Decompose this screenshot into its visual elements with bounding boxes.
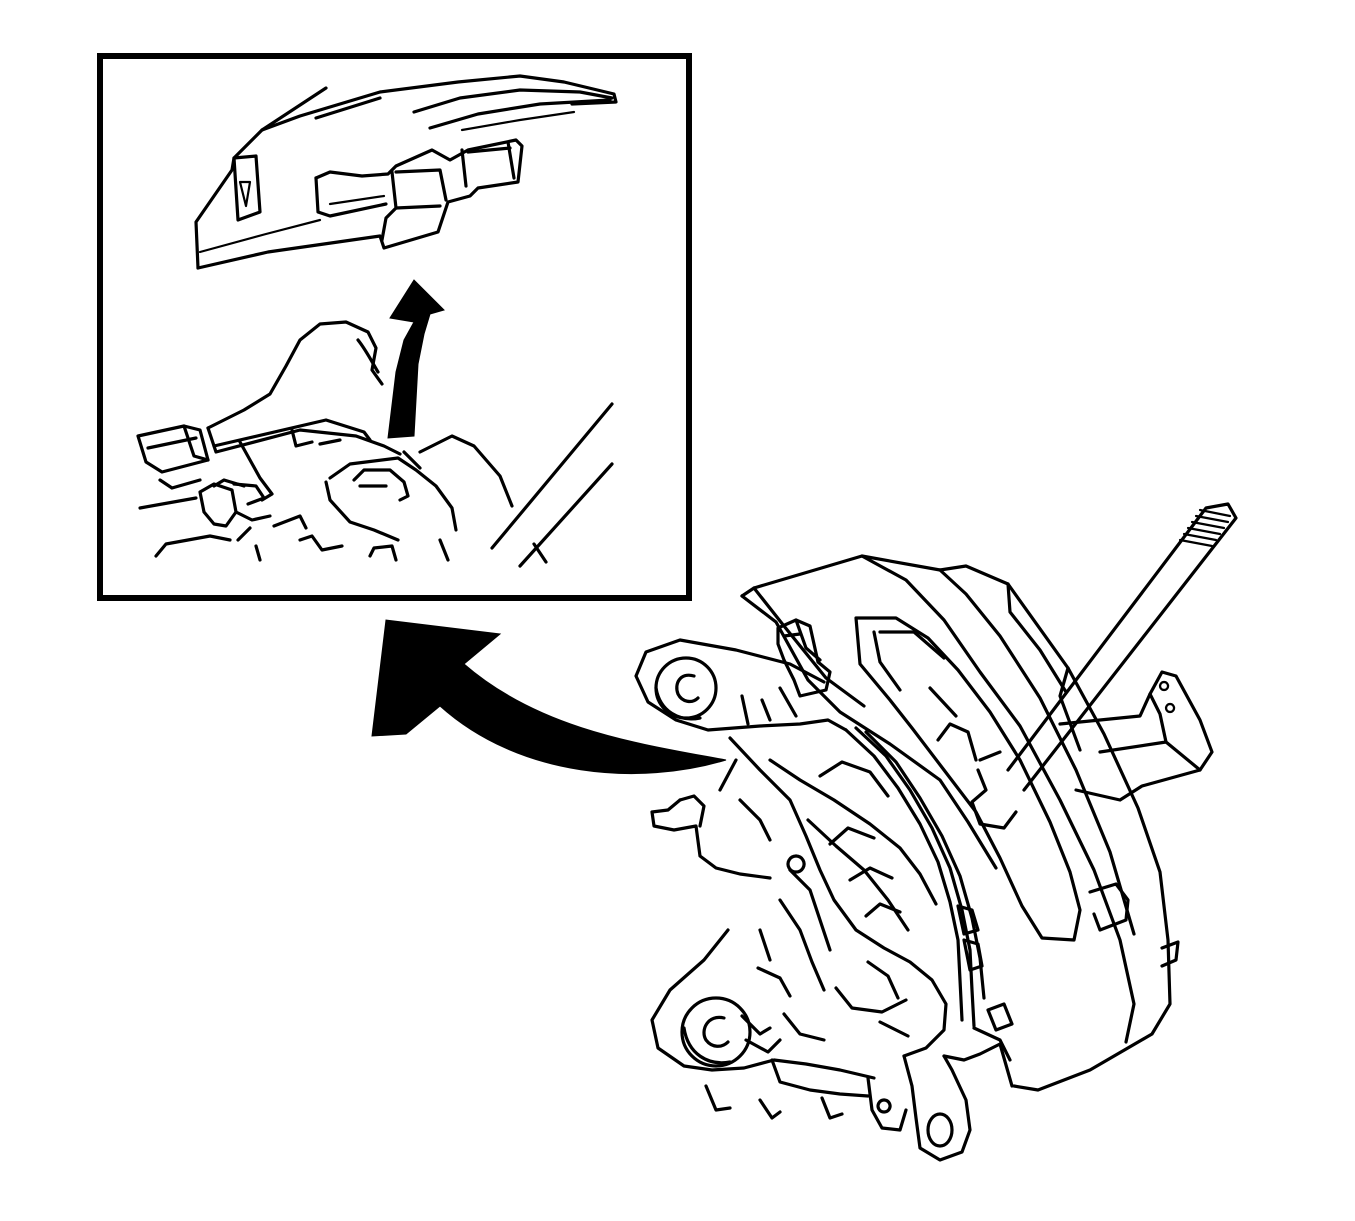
detail-inset [97, 53, 692, 601]
detail-inset-frame [97, 53, 692, 601]
bezel-trim-piece-icon [194, 74, 618, 270]
curved-up-arrow-icon [387, 279, 445, 439]
shifter-base-detail-icon [136, 320, 614, 568]
shifter-assembly-icon [634, 502, 1238, 1162]
curved-left-arrow-icon [371, 619, 727, 775]
